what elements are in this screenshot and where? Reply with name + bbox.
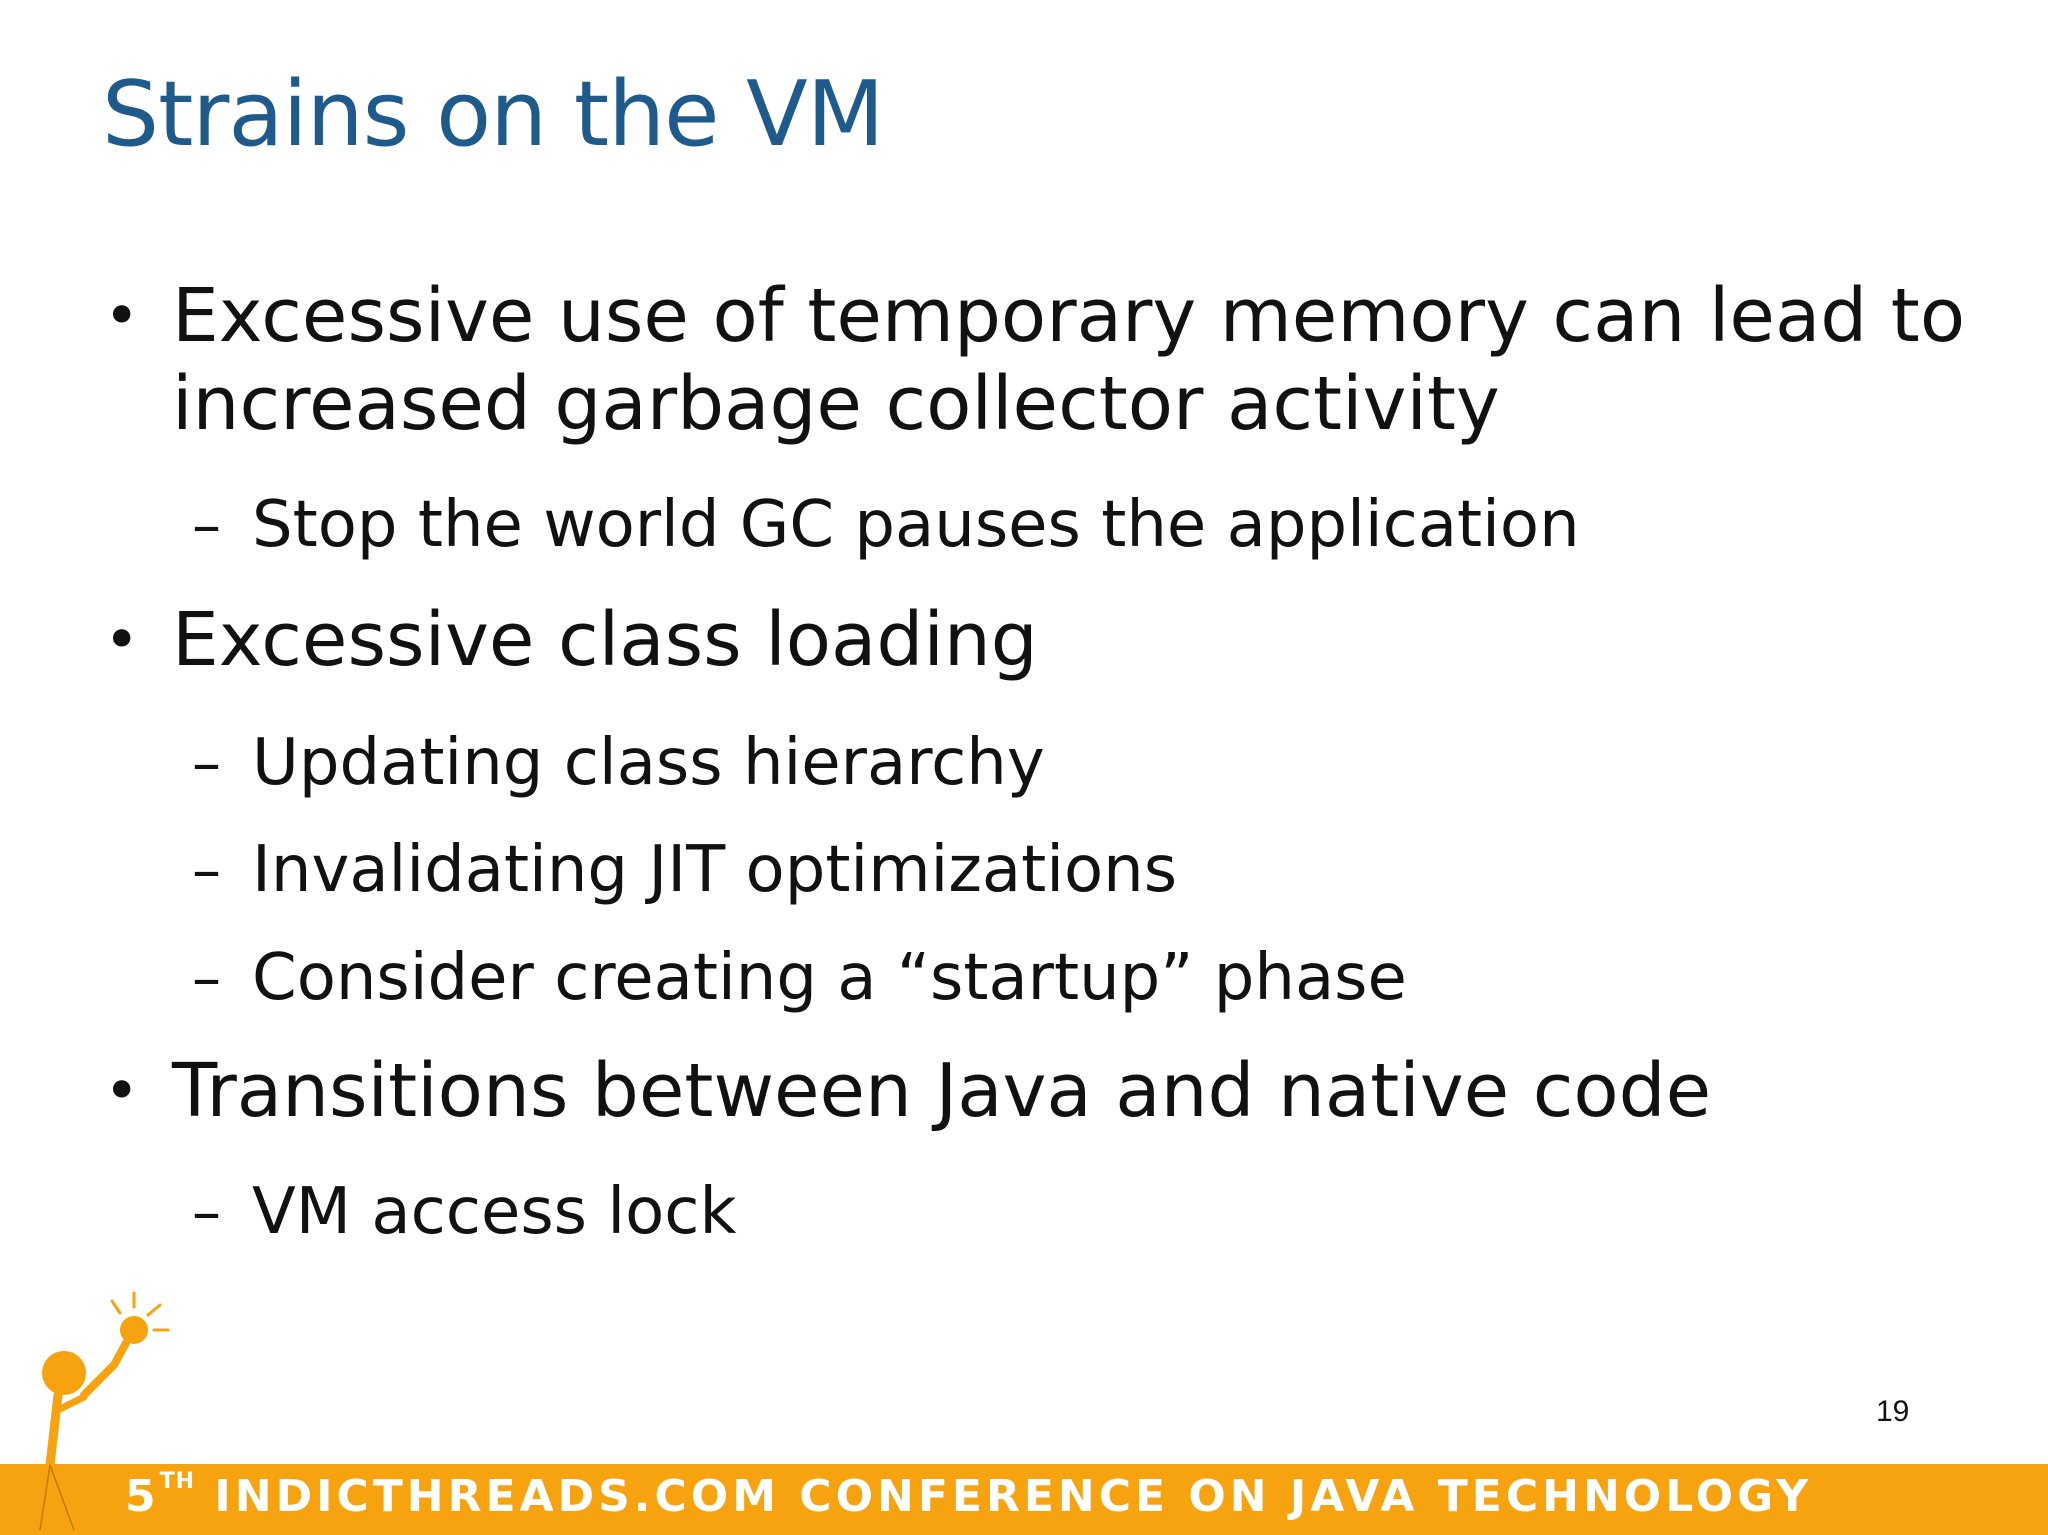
page-number: 19	[1876, 1395, 1910, 1428]
dash-icon: –	[192, 729, 221, 797]
bullet-text: Transitions between Java and native code	[172, 1048, 1712, 1134]
sub-bullet-text: Invalidating JIT optimizations	[252, 833, 1178, 907]
dash-icon: –	[192, 944, 221, 1012]
slide-title: Strains on the VM	[102, 62, 884, 167]
bullet-text: Excessive class loading	[172, 597, 1038, 683]
dash-icon: –	[192, 836, 221, 904]
bullet-dot-icon: •	[104, 281, 140, 351]
sub-bullet-text: Stop the world GC pauses the application	[252, 488, 1580, 562]
footer-label: IndicThreads.com Conference On Java Tech…	[214, 1471, 1813, 1522]
bullet-text: Excessive use of temporary memory can le…	[172, 273, 1966, 447]
sub-bullet-text: Consider creating a “startup” phase	[252, 941, 1407, 1015]
stick-figure-lightbulb-icon	[36, 1291, 170, 1534]
footer-ordinal-number: 5	[125, 1471, 160, 1522]
dash-icon: –	[192, 1178, 221, 1246]
sub-bullet-text: VM access lock	[252, 1175, 737, 1249]
dash-icon: –	[192, 491, 221, 559]
bullet-dot-icon: •	[104, 1056, 140, 1126]
sub-bullet-text: Updating class hierarchy	[252, 726, 1045, 800]
bullet-dot-icon: •	[104, 605, 140, 675]
footer-bar	[0, 1464, 2048, 1535]
footer-ordinal-suffix: TH	[159, 1469, 196, 1494]
footer-conference-title: 5TH IndicThreads.com Conference On Java …	[125, 1469, 1813, 1535]
